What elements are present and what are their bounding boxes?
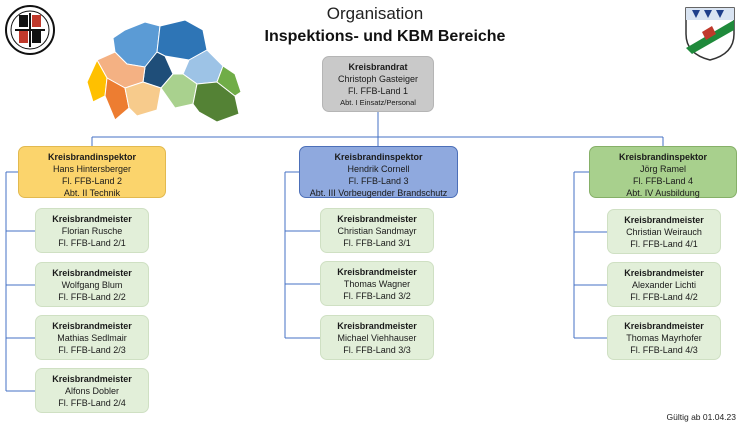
- node-name: Alfons Dobler: [64, 386, 120, 396]
- node-role: Kreisbrandmeister: [52, 214, 132, 224]
- node-area: Fl. FFB-Land 2/2: [58, 292, 126, 302]
- node-role: Kreisbrandinspektor: [618, 152, 708, 162]
- node-meister-2-3: Kreisbrandmeister Mathias Sedlmair Fl. F…: [35, 315, 149, 360]
- node-role: Kreisbrandmeister: [337, 267, 417, 277]
- node-area: Fl. FFB-Land 3/1: [343, 238, 411, 248]
- node-name: Thomas Mayrhofer: [626, 333, 702, 343]
- node-area: Fl. FFB-Land 2/4: [58, 398, 126, 408]
- node-name: Thomas Wagner: [343, 279, 411, 289]
- node-dept: Abt. II Technik: [63, 188, 121, 198]
- node-role: Kreisbrandmeister: [52, 374, 132, 384]
- node-name: Alexander Lichti: [631, 280, 697, 290]
- node-name: Florian Rusche: [61, 226, 123, 236]
- node-dept: Abt. III Vorbeugender Brandschutz: [309, 188, 448, 198]
- node-meister-3-2: Kreisbrandmeister Thomas Wagner Fl. FFB-…: [320, 261, 434, 306]
- node-meister-3-1: Kreisbrandmeister Christian Sandmayr Fl.…: [320, 208, 434, 253]
- page-title: Organisation: [326, 4, 424, 23]
- node-area: Fl. FFB-Land 4/3: [630, 345, 698, 355]
- valid-from-note: Gültig ab 01.04.23: [666, 412, 736, 422]
- node-inspector-2: Kreisbrandinspektor Hendrik Cornell Fl. …: [299, 146, 458, 198]
- node-meister-4-3: Kreisbrandmeister Thomas Mayrhofer Fl. F…: [607, 315, 721, 360]
- node-area: Fl. FFB-Land 3/3: [343, 345, 411, 355]
- node-area: Fl. FFB-Land 4: [632, 176, 694, 186]
- node-role: Kreisbrandmeister: [624, 321, 704, 331]
- node-area: Fl. FFB-Land 2: [61, 176, 123, 186]
- node-meister-2-2: Kreisbrandmeister Wolfgang Blum Fl. FFB-…: [35, 262, 149, 307]
- node-role: Kreisbrandmeister: [337, 214, 417, 224]
- node-role: Kreisbrandinspektor: [47, 152, 137, 162]
- node-name: Hans Hintersberger: [52, 164, 132, 174]
- node-meister-3-3: Kreisbrandmeister Michael Viehhauser Fl.…: [320, 315, 434, 360]
- node-role: Kreisbrandmeister: [337, 321, 417, 331]
- node-role: Kreisbrandinspektor: [334, 152, 423, 162]
- node-meister-2-1: Kreisbrandmeister Florian Rusche Fl. FFB…: [35, 208, 149, 253]
- node-name: Christian Sandmayr: [337, 226, 417, 236]
- node-name: Michael Viehhauser: [337, 333, 417, 343]
- node-dept: Abt. IV Ausbildung: [626, 188, 700, 198]
- district-coat-of-arms: [685, 7, 735, 61]
- node-area: Fl. FFB-Land 1: [347, 86, 409, 96]
- node-dept: Abt. I Einsatz/Personal: [340, 98, 416, 107]
- node-name: Christian Weirauch: [626, 227, 702, 237]
- node-role: Kreisbrandmeister: [52, 321, 132, 331]
- node-name: Hendrik Cornell: [347, 164, 410, 174]
- node-area: Fl. FFB-Land 3/2: [343, 291, 411, 301]
- node-name: Wolfgang Blum: [61, 280, 123, 290]
- node-area: Fl. FFB-Land 4/2: [630, 292, 698, 302]
- node-meister-4-1: Kreisbrandmeister Christian Weirauch Fl.…: [607, 209, 721, 254]
- node-role: Kreisbrandmeister: [52, 268, 132, 278]
- fire-brigade-emblem: [5, 5, 55, 55]
- node-name: Jörg Ramel: [639, 164, 686, 174]
- node-name: Christoph Gasteiger: [337, 74, 419, 84]
- node-area: Fl. FFB-Land 2/3: [58, 345, 126, 355]
- node-name: Mathias Sedlmair: [57, 333, 127, 343]
- node-kreisbrandrat: Kreisbrandrat Christoph Gasteiger Fl. FF…: [322, 56, 434, 112]
- node-area: Fl. FFB-Land 4/1: [630, 239, 698, 249]
- node-inspector-3: Kreisbrandinspektor Jörg Ramel Fl. FFB-L…: [589, 146, 737, 198]
- node-role: Kreisbrandmeister: [624, 215, 704, 225]
- node-meister-4-2: Kreisbrandmeister Alexander Lichti Fl. F…: [607, 262, 721, 307]
- node-role: Kreisbrandmeister: [624, 268, 704, 278]
- district-inspection-map: [86, 19, 242, 123]
- node-area: Fl. FFB-Land 3: [348, 176, 409, 186]
- node-meister-2-4: Kreisbrandmeister Alfons Dobler Fl. FFB-…: [35, 368, 149, 413]
- node-inspector-1: Kreisbrandinspektor Hans Hintersberger F…: [18, 146, 166, 198]
- node-role: Kreisbrandrat: [348, 62, 408, 72]
- page-subtitle: Inspektions- und KBM Bereiche: [264, 28, 506, 45]
- node-area: Fl. FFB-Land 2/1: [58, 238, 126, 248]
